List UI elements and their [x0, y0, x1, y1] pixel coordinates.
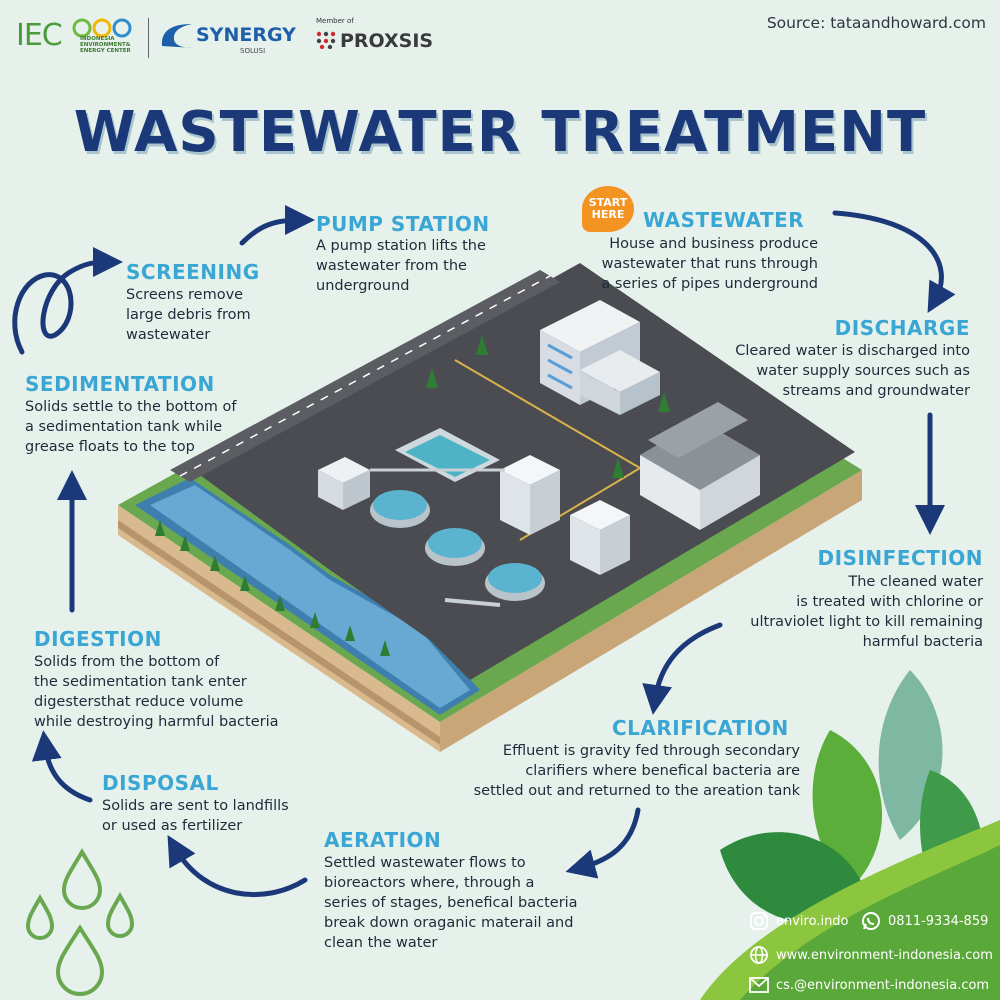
email-address: cs.@environment-indonesia.com [776, 977, 990, 993]
step-title-screening: SCREENING [126, 260, 260, 284]
step-title-sedimentation: SEDIMENTATION [25, 372, 215, 396]
arrow-icon [167, 835, 308, 898]
arrow-icon [239, 205, 315, 246]
source-credit: Source: tataandhoward.com [766, 14, 986, 32]
step-title-discharge: DISCHARGE [834, 316, 970, 340]
step-title-clarification: CLARIFICATION [612, 716, 789, 740]
proxsis-dots-icon [316, 31, 336, 49]
iec-circles-icon [72, 18, 132, 38]
step-title-wastewater: WASTEWATER [643, 208, 805, 232]
contact-instagram[interactable]: enviro.indo [748, 910, 849, 932]
step-desc-clarification: Effluent is gravity fed through secondar… [473, 743, 800, 799]
whatsapp-number: 0811-9334-859 [888, 913, 989, 929]
step-desc-pump-station: A pump station lifts the wastewater from… [316, 238, 486, 294]
page-title: WASTEWATER TREATMENT [73, 100, 927, 165]
water-drop-icon [25, 848, 135, 996]
arrow-icon [642, 622, 723, 715]
arrow-icon [832, 210, 956, 314]
contact-website[interactable]: www.environment-indonesia.com [748, 944, 993, 966]
step-title-disposal: DISPOSAL [102, 771, 219, 795]
proxsis-name: PROXSIS [340, 30, 434, 52]
contact-whatsapp[interactable]: 0811-9334-859 [860, 910, 988, 932]
step-title-disinfection: DISINFECTION [817, 546, 983, 570]
iec-mark: IEC [16, 18, 63, 53]
whatsapp-icon [860, 910, 882, 932]
iec-subtitle: INDONESIA ENVIRONMENT& ENERGY CENTER [80, 36, 131, 54]
instagram-icon [748, 910, 770, 932]
mail-icon [748, 974, 770, 996]
arrow-icon [31, 730, 93, 803]
instagram-handle: enviro.indo [776, 913, 849, 929]
step-title-pump-station: PUMP STATION [316, 212, 490, 236]
step-desc-aeration: Settled wastewater flows to bioreactors … [324, 855, 578, 951]
start-here-badge: START HERE [582, 186, 634, 232]
arrow-icon [565, 807, 641, 879]
step-title-digestion: DIGESTION [34, 627, 162, 651]
step-desc-disinfection: The cleaned water is treated with chlori… [750, 574, 983, 650]
globe-icon [748, 944, 770, 966]
step-desc-wastewater: House and business produce wastewater th… [601, 236, 818, 292]
step-desc-disposal: Solids are sent to landfills or used as … [102, 798, 289, 834]
synergy-swoosh-icon [161, 24, 194, 48]
step-desc-sedimentation: Solids settle to the bottom of a sedimen… [25, 399, 237, 455]
website-url: www.environment-indonesia.com [776, 947, 993, 963]
synergy-sub: SOLUSI [240, 47, 266, 55]
step-desc-discharge: Cleared water is discharged into water s… [735, 343, 970, 399]
step-desc-digestion: Solids from the bottom of the sedimentat… [34, 654, 279, 730]
logo-divider [148, 18, 149, 58]
synergy-name: SYNERGY [196, 24, 296, 46]
arrow-icon [12, 247, 123, 355]
member-of-label: Member of [316, 17, 354, 25]
step-title-aeration: AERATION [324, 828, 442, 852]
contact-email[interactable]: cs.@environment-indonesia.com [748, 974, 989, 996]
step-desc-screening: Screens remove large debris from wastewa… [126, 287, 251, 343]
